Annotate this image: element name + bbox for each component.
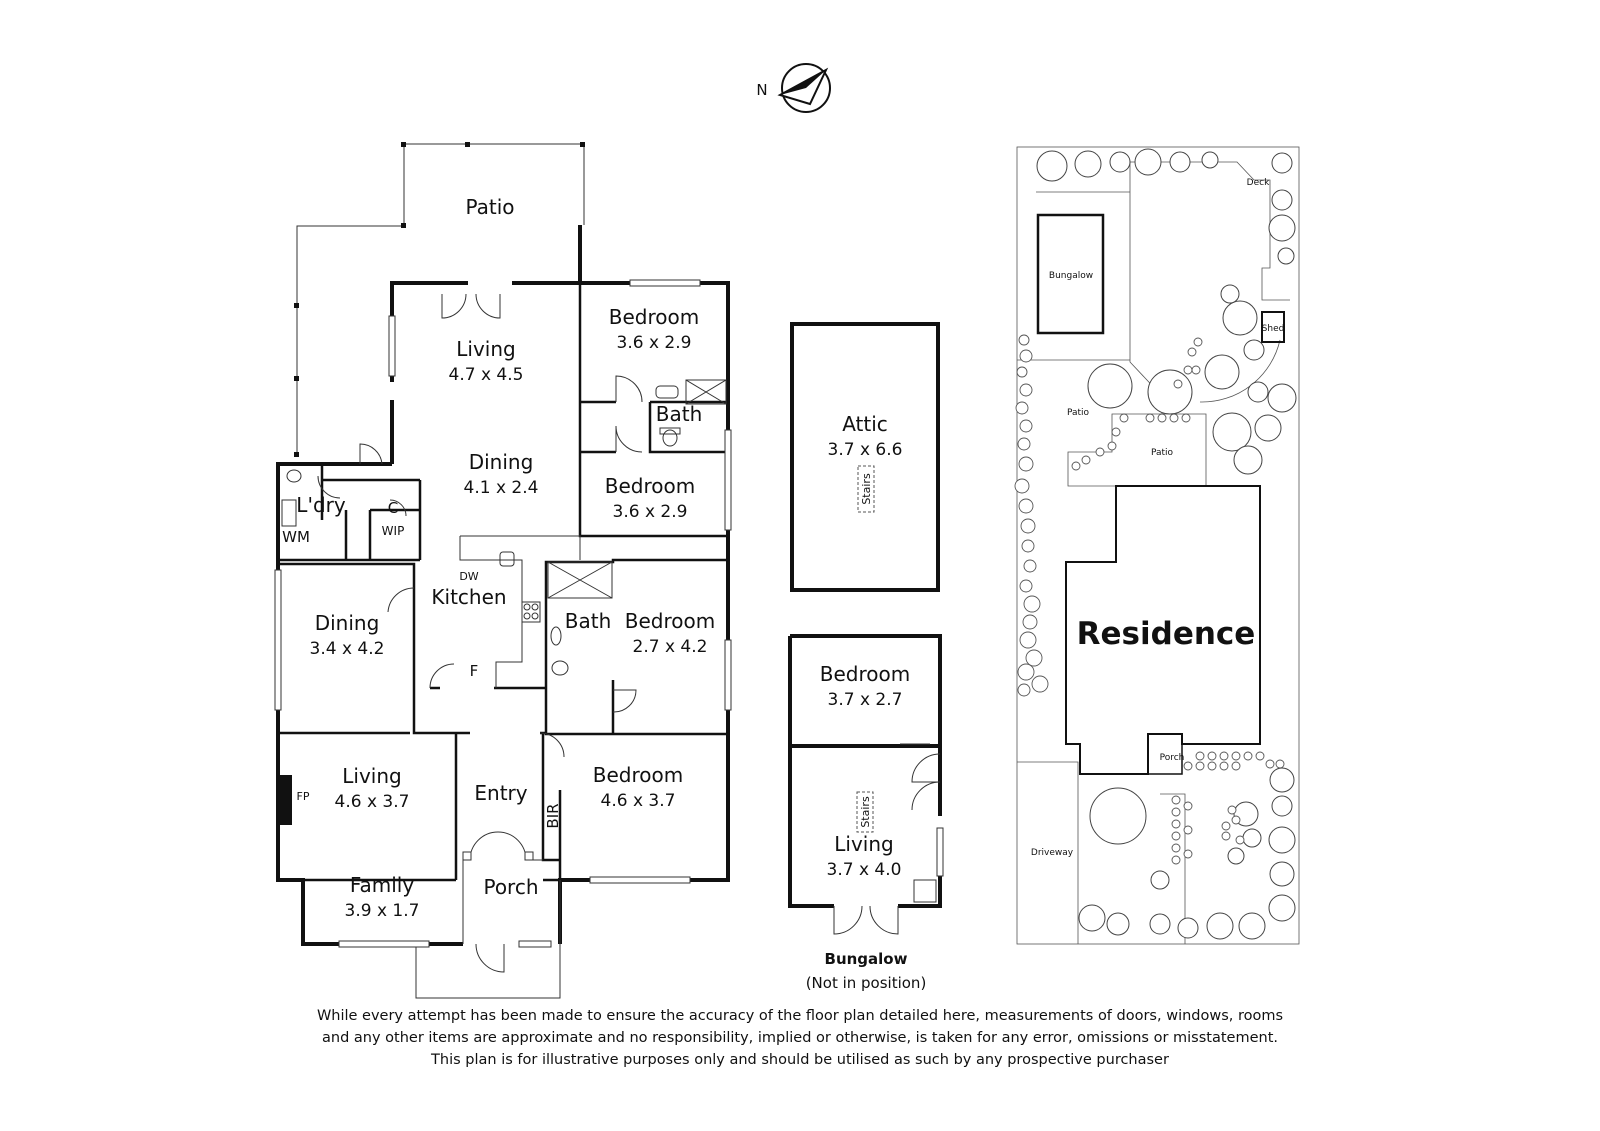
site-shed-label: Shed (1262, 324, 1285, 334)
site-bungalow-outline (1036, 213, 1105, 335)
patio-label: Patio (465, 195, 514, 219)
cooktop-burners-icon (523, 603, 539, 620)
site-boundary (1016, 146, 1300, 945)
family-dims: 3.9 x 1.7 (345, 901, 420, 921)
attic-plan: Attic 3.7 x 6.6 Stairs (790, 322, 940, 592)
bedroom-b-dims: 3.6 x 2.9 (613, 502, 688, 522)
dining-front-dims: 3.4 x 4.2 (310, 639, 385, 659)
site-porch-outline (1147, 733, 1183, 775)
bungalow-window (936, 827, 944, 877)
cooktop-icon (521, 601, 541, 623)
living-rear-dims: 4.7 x 4.5 (449, 365, 524, 385)
bedroom-d-dims: 4.6 x 3.7 (601, 791, 676, 811)
attic-dims: 3.7 x 6.6 (828, 440, 903, 460)
disclaimer-line-1: While every attempt has been made to ens… (316, 1008, 1284, 1024)
bedroom-d-name: Bedroom (593, 763, 683, 787)
compass: N (756, 63, 831, 113)
dw-label: DW (459, 570, 478, 583)
bedroom-c-name: Bedroom (625, 609, 715, 633)
sink-icon (499, 551, 515, 567)
living-front-dims: 4.6 x 3.7 (335, 792, 410, 812)
windows (274, 279, 732, 948)
main-floor-plan: Patio Living 4.7 x 4.5 Dining 4.1 x 2.4 … (274, 142, 732, 999)
porch-label: Porch (483, 875, 538, 899)
compass-needle-fill-icon (780, 70, 826, 95)
site-residence-label: Residence (1077, 616, 1256, 652)
bungalow-note: (Not in position) (806, 974, 927, 992)
site-patio-2-label: Patio (1151, 448, 1174, 458)
dining-rear-name: Dining (469, 450, 534, 474)
bath-b-label: Bath (565, 609, 612, 633)
bungalow-living-name: Living (834, 832, 893, 856)
living-rear-name: Living (456, 337, 515, 361)
site-shed-outline (1261, 311, 1285, 343)
disclaimer-line-3: This plan is for illustrative purposes o… (431, 1052, 1169, 1068)
attic-name: Attic (842, 412, 888, 436)
fireplace-icon (278, 775, 292, 825)
compass-north-label: N (756, 81, 767, 99)
wip-label: WIP (382, 524, 405, 538)
site-driveway-label: Driveway (1031, 848, 1074, 858)
living-front-name: Living (342, 764, 401, 788)
porch-steps (462, 859, 561, 944)
family-name: Family (350, 873, 415, 897)
bungalow-caption: Bungalow (825, 950, 908, 968)
fridge-label: F (470, 662, 479, 680)
door-swings (317, 293, 643, 973)
bir-label: BIR (544, 803, 562, 828)
bungalow-bedroom-dims: 3.7 x 2.7 (828, 690, 903, 710)
patio-posts (294, 142, 585, 457)
porch-outline (415, 944, 561, 999)
wm-label: WM (282, 528, 310, 546)
cupboard-label: C (388, 499, 398, 517)
bungalow-outline (788, 634, 942, 908)
kitchen-label: Kitchen (431, 585, 506, 609)
site-trees-icon (1036, 148, 1297, 940)
bedroom-b-name: Bedroom (605, 474, 695, 498)
bungalow-stairs-label: Stairs (859, 796, 872, 828)
bath-fixtures (281, 379, 727, 676)
dining-front-name: Dining (315, 611, 380, 635)
site-shrubs-icon (1014, 334, 1285, 865)
attic-stairs-box (857, 465, 875, 513)
bungalow-toilet-icon (913, 879, 937, 903)
bedroom-c-dims: 2.7 x 4.2 (633, 637, 708, 657)
bungalow-plan: Bedroom 3.7 x 2.7 Stairs Living 3.7 x 4.… (788, 634, 944, 992)
site-porch-label: Porch (1160, 753, 1185, 763)
bungalow-doors (833, 743, 941, 935)
attic-outline (790, 322, 940, 592)
bungalow-stairs-box (856, 791, 874, 833)
fp-label: FP (297, 790, 310, 803)
compass-ring (781, 63, 831, 113)
laundry-label: L'dry (296, 493, 346, 517)
site-patio-1-label: Patio (1067, 408, 1090, 418)
bedroom-a-name: Bedroom (609, 305, 699, 329)
attic-stairs-label: Stairs (860, 473, 873, 505)
site-bungalow-label: Bungalow (1049, 271, 1093, 281)
disclaimer: While every attempt has been made to ens… (300, 1005, 1300, 1071)
bungalow-bedroom-name: Bedroom (820, 662, 910, 686)
dining-rear-dims: 4.1 x 2.4 (464, 478, 539, 498)
bungalow-living-dims: 3.7 x 4.0 (827, 860, 902, 880)
entry-label: Entry (474, 781, 527, 805)
disclaimer-line-2: and any other items are approximate and … (322, 1030, 1278, 1046)
bath-a-label: Bath (656, 402, 703, 426)
bedroom-a-dims: 3.6 x 2.9 (617, 333, 692, 353)
site-deck-label: Deck (1247, 178, 1270, 188)
patio-outline (296, 143, 585, 456)
site-plan: Deck Bungalow Shed Patio Patio Residence… (1014, 146, 1300, 945)
